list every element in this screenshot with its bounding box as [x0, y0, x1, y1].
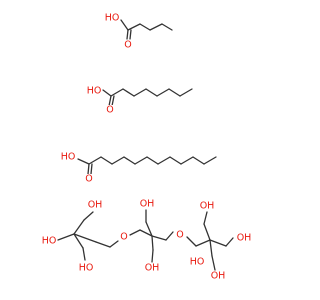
hydroxyl-label: HO	[61, 152, 76, 163]
hydroxyl-label: HO	[105, 13, 120, 24]
carbonyl-oxygen-label: O	[124, 40, 131, 51]
label-background	[189, 257, 205, 267]
label-background	[210, 271, 226, 281]
label-background	[199, 201, 215, 211]
label-background	[60, 152, 76, 162]
label-background	[104, 13, 120, 23]
hydroxyl-label: OH	[88, 200, 103, 211]
octanoic-acid: HO O	[86, 86, 193, 116]
hydroxyl-label: HO	[79, 263, 94, 274]
decanoic-acid: HO O	[60, 152, 217, 185]
label-background	[175, 230, 185, 240]
ether-oxygen-label: O	[120, 232, 127, 243]
label-background	[105, 105, 115, 115]
label-background	[41, 236, 57, 246]
label-background	[86, 86, 102, 96]
label-background	[123, 40, 133, 50]
label-background	[139, 199, 155, 209]
hydroxyl-label: OH	[211, 271, 226, 282]
structure-canvas: O HO HO O HO O	[41, 13, 252, 282]
carbonyl-oxygen-label: O	[85, 174, 92, 185]
pentanoic-acid: O HO	[104, 13, 173, 51]
label-background	[119, 232, 129, 242]
carbonyl-oxygen-label: O	[106, 105, 113, 116]
label-background	[236, 233, 252, 243]
label-background	[78, 263, 94, 273]
hydroxyl-label: HO	[190, 257, 205, 268]
label-background	[84, 174, 94, 184]
hydroxyl-label: HO	[87, 86, 102, 97]
hydroxyl-label: OH	[145, 263, 160, 274]
hydroxyl-label: HO	[42, 236, 57, 247]
hydroxyl-label: OH	[200, 201, 215, 212]
hydroxyl-label: OH	[237, 233, 252, 244]
hydroxyl-label: OH	[140, 199, 155, 210]
ether-oxygen-label: O	[176, 230, 183, 241]
tripentaerythritol: OH HO HO O OH OH O OH HO OH OH	[41, 199, 252, 282]
label-background	[144, 263, 160, 273]
label-background	[87, 200, 103, 210]
